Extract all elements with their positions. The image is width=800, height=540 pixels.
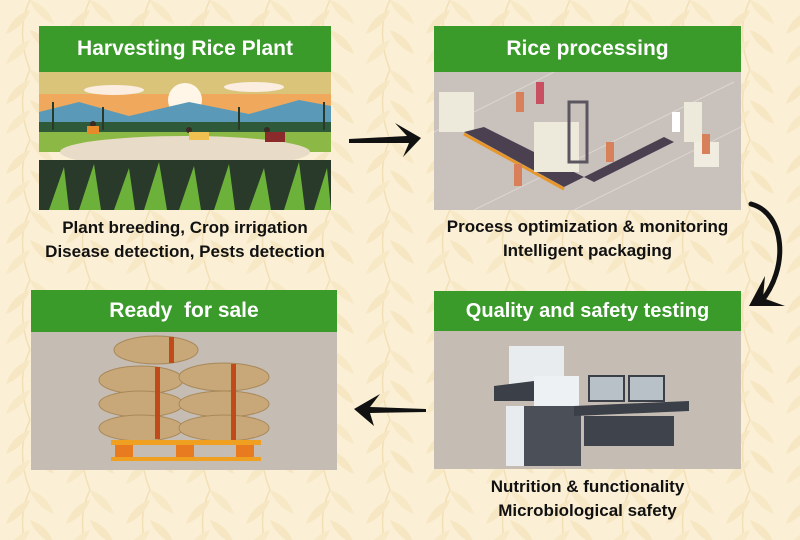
lab-instrument-image xyxy=(434,331,741,469)
step-harvesting: Harvesting Rice Plant xyxy=(39,26,331,210)
step-sale-title: Ready for sale xyxy=(31,290,337,332)
step-processing-captions: Process optimization & monitoring Intell… xyxy=(420,215,755,263)
arrow-left-icon xyxy=(354,394,426,426)
curved-arrow-down-icon xyxy=(748,201,785,306)
rice-sacks-image xyxy=(31,332,337,470)
caption-line: Intelligent packaging xyxy=(502,241,673,260)
factory-image xyxy=(434,72,741,210)
caption-line: Process optimization & monitoring xyxy=(446,217,729,236)
step-sale: Ready for sale xyxy=(31,290,337,470)
caption-line: Nutrition & functionality xyxy=(490,477,685,496)
rice-field-image xyxy=(39,72,331,210)
step-quality-captions: Nutrition & functionality Microbiologica… xyxy=(420,475,755,523)
step-processing-title: Rice processing xyxy=(434,26,741,72)
caption-line: Disease detection, Pests detection xyxy=(45,242,325,261)
step-harvesting-title: Harvesting Rice Plant xyxy=(39,26,331,72)
caption-line: Microbiological safety xyxy=(498,501,677,520)
step-quality-title: Quality and safety testing xyxy=(434,291,741,331)
step-quality: Quality and safety testing xyxy=(434,291,741,469)
step-harvesting-captions: Plant breeding, Crop irrigation Disease … xyxy=(20,216,350,264)
arrow-right-icon xyxy=(349,123,421,157)
step-processing: Rice processing xyxy=(434,26,741,210)
caption-line: Plant breeding, Crop irrigation xyxy=(62,218,308,237)
